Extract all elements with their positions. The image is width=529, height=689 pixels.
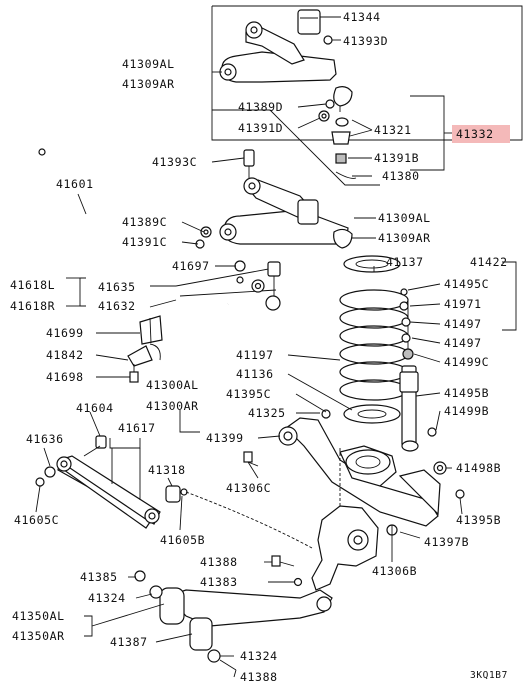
label-41698: 41698: [46, 370, 84, 384]
mid-small-parts: [195, 226, 212, 249]
label-41395C: 41395C: [226, 387, 271, 401]
inset-callout-leader: [212, 109, 380, 186]
stabilizer-bar-41601: [15, 148, 229, 322]
label-41318: 41318: [148, 463, 186, 477]
label-41499C: 41499C: [444, 355, 489, 369]
label-41383: 41383: [200, 575, 238, 589]
label-41395B: 41395B: [456, 513, 501, 527]
label-41636: 41636: [26, 432, 64, 446]
inset-frame: [211, 5, 523, 141]
knuckle-carrier: [311, 448, 379, 591]
label-41617: 41617: [118, 421, 156, 435]
label-41389C: 41389C: [122, 215, 167, 229]
label-41605C: 41605C: [14, 513, 59, 527]
label-41618L: 41618L: [10, 278, 55, 292]
label-41306B: 41306B: [372, 564, 417, 578]
label-41495C: 41495C: [444, 277, 489, 291]
label-41971: 41971: [444, 297, 482, 311]
label-41605B: 41605B: [160, 533, 205, 547]
label-41300AR: 41300AR: [146, 399, 199, 413]
label-41391B: 41391B: [374, 151, 419, 165]
upper-arm-inset: [219, 9, 353, 112]
label-41495B: 41495B: [444, 386, 489, 400]
stabilizer-bushing: [127, 315, 163, 383]
lower-arm-41300A: [278, 417, 441, 527]
label-41393C: 41393C: [152, 155, 197, 169]
label-41497-a: 41497: [444, 317, 482, 331]
label-41300AL: 41300AL: [146, 378, 199, 392]
label-41632: 41632: [98, 299, 136, 313]
trailing-arm-41617: [56, 435, 188, 529]
label-41497-b: 41497: [444, 336, 482, 350]
label-41601: 41601: [56, 177, 94, 191]
label-41699: 41699: [46, 326, 84, 340]
label-41498B: 41498B: [456, 461, 501, 475]
label-41399: 41399: [206, 431, 244, 445]
label-41324-b: 41324: [240, 649, 278, 663]
label-41697: 41697: [172, 259, 210, 273]
label-41388-a: 41388: [200, 555, 238, 569]
stabilizer-link-41618: [175, 260, 281, 311]
label-41389D: 41389D: [238, 100, 283, 114]
label-41391C: 41391C: [122, 235, 167, 249]
diagram-code: 3KQ1B7: [470, 670, 508, 681]
label-41618R: 41618R: [10, 299, 55, 313]
label-41391D: 41391D: [238, 121, 283, 135]
label-41309AR-mid: 41309AR: [378, 231, 431, 245]
label-41309AL-top: 41309AL: [122, 57, 175, 71]
inset-small-parts: [318, 35, 357, 179]
coil-spring-41197: [339, 255, 409, 424]
part-labels: 41344 41393D 41309AL 41309AR 41389D 4139…: [10, 10, 508, 684]
label-41350AL: 41350AL: [12, 609, 65, 623]
label-41137: 41137: [386, 255, 424, 269]
label-41332: 41332: [456, 127, 494, 141]
label-41309AL-mid: 41309AL: [378, 211, 431, 225]
label-41344: 41344: [343, 10, 381, 24]
label-41387: 41387: [110, 635, 148, 649]
label-41321: 41321: [374, 123, 412, 137]
label-41499B: 41499B: [444, 404, 489, 418]
inset-leaders: [212, 16, 454, 177]
label-41136: 41136: [236, 367, 274, 381]
label-41350AR: 41350AR: [12, 629, 65, 643]
trailing-arm-small-parts: [35, 466, 56, 487]
label-41324-a: 41324: [88, 591, 126, 605]
label-41380: 41380: [382, 169, 420, 183]
upper-arm-41309A: [219, 149, 353, 249]
leader-lines: [35, 157, 517, 678]
label-41842: 41842: [46, 348, 84, 362]
label-41306C: 41306C: [226, 481, 271, 495]
label-41388-b: 41388: [240, 670, 278, 684]
label-41309AR-top: 41309AR: [122, 77, 175, 91]
label-41385: 41385: [80, 570, 118, 584]
label-41397B: 41397B: [424, 535, 469, 549]
highlight-box-41332: [452, 125, 510, 143]
shock-absorber-41422: [399, 288, 419, 452]
lower-arm-small-parts: [243, 409, 465, 560]
label-41422: 41422: [470, 255, 508, 269]
label-41635: 41635: [98, 280, 136, 294]
lower-arm-41350A: [134, 555, 333, 671]
label-41197: 41197: [236, 348, 274, 362]
label-41604: 41604: [76, 401, 114, 415]
label-41325: 41325: [248, 406, 286, 420]
label-41393D: 41393D: [343, 34, 388, 48]
